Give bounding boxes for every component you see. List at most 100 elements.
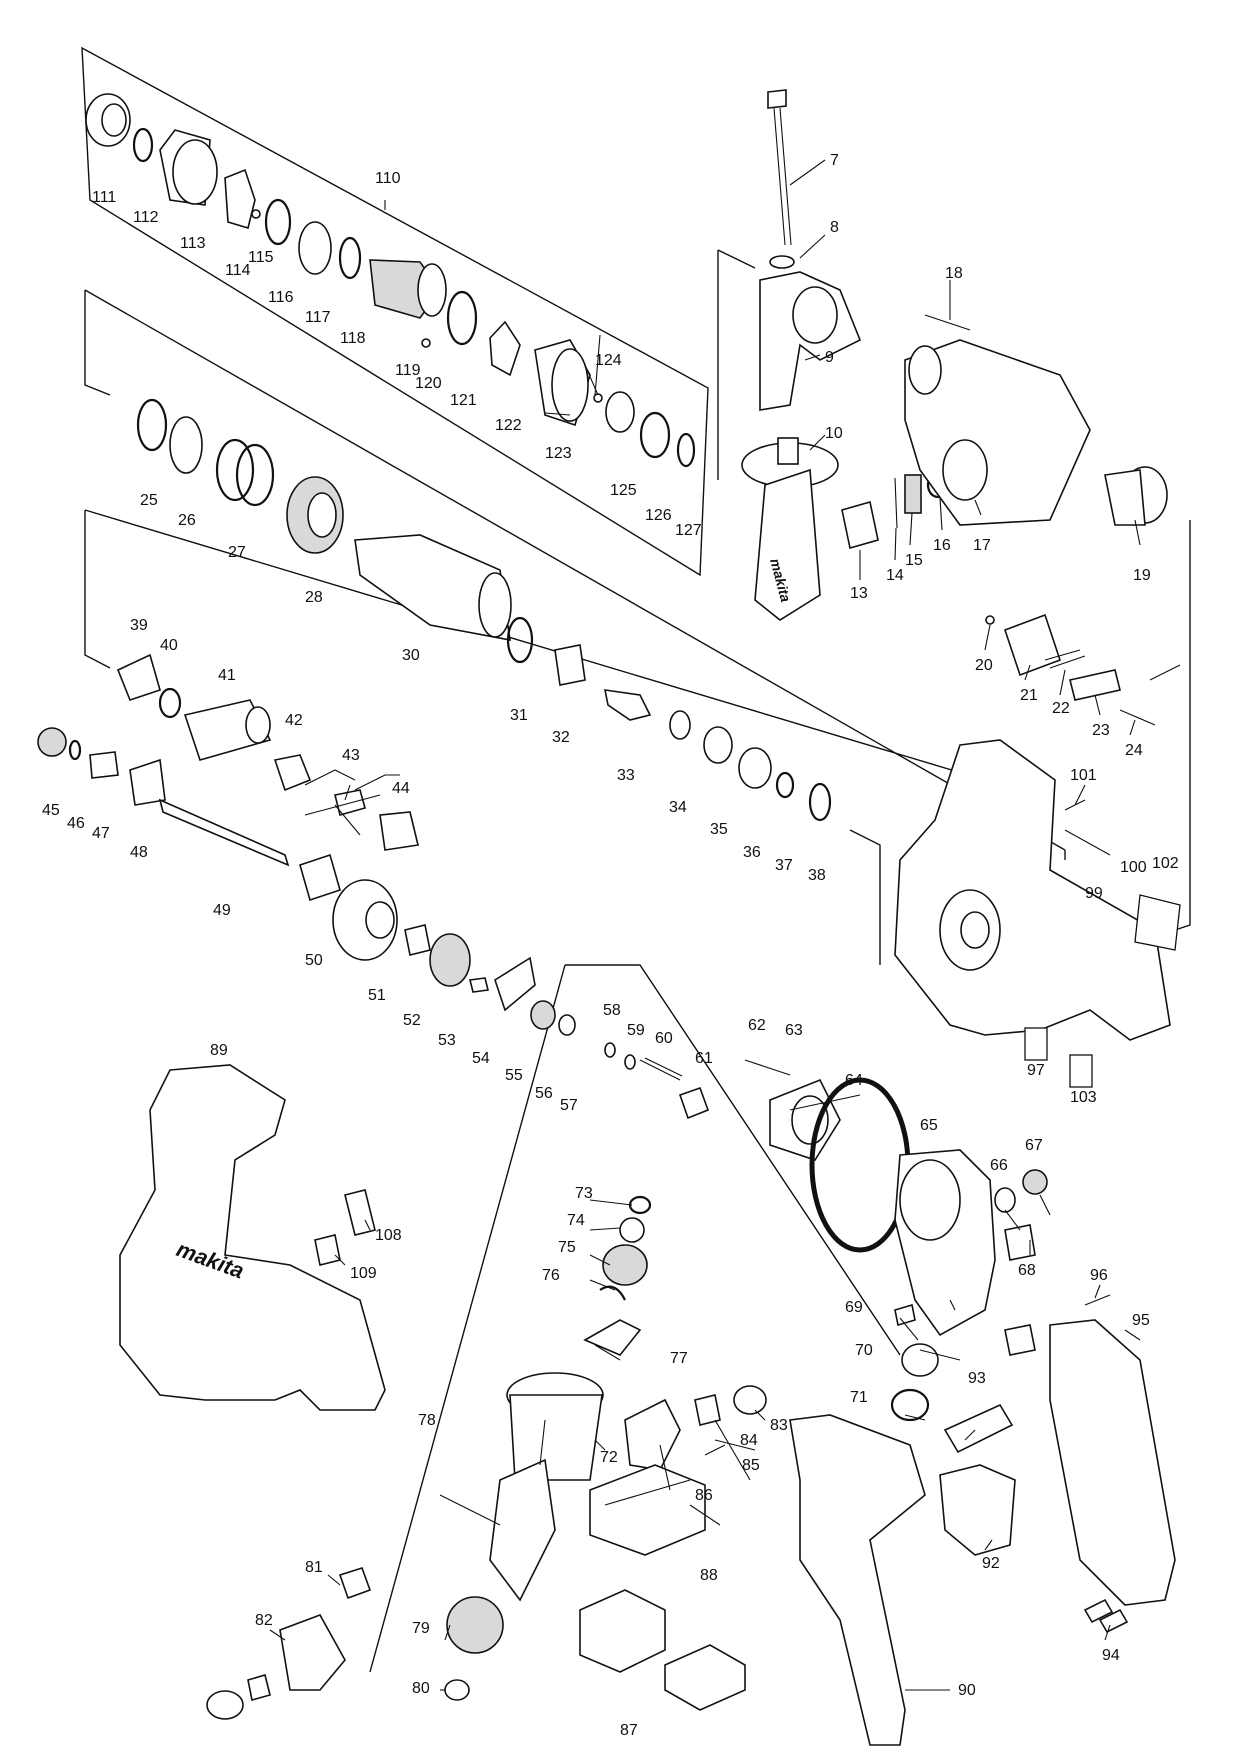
label-81: 81: [305, 1559, 323, 1576]
part-125: [605, 391, 635, 433]
part-123: [534, 339, 591, 427]
label-21: 21: [1020, 687, 1038, 704]
label-15: 15: [905, 552, 923, 569]
label-39: 39: [130, 617, 148, 634]
part-7: [767, 89, 792, 246]
label-102: 102: [1152, 855, 1179, 872]
label-78: 78: [418, 1412, 436, 1429]
label-117: 117: [305, 309, 331, 326]
part-81: [338, 1567, 372, 1600]
part-119: [369, 259, 447, 319]
label-80: 80: [412, 1680, 430, 1697]
part-35: [703, 726, 733, 764]
group-outline-25-38: [84, 289, 1066, 860]
part-87: [579, 1589, 746, 1711]
label-63: 63: [785, 1022, 803, 1039]
label-89: 89: [210, 1042, 228, 1059]
label-20: 20: [975, 657, 993, 674]
label-40: 40: [160, 637, 178, 654]
label-52: 52: [403, 1012, 421, 1029]
label-23: 23: [1092, 722, 1110, 739]
part-77: [583, 1319, 642, 1356]
part-24: [1119, 664, 1181, 726]
label-57: 57: [560, 1097, 578, 1114]
part-10: [741, 437, 839, 621]
part-68: [1004, 1224, 1036, 1261]
part-26: [169, 416, 203, 474]
label-26: 26: [178, 512, 196, 529]
label-9: 9: [825, 349, 834, 366]
label-82: 82: [255, 1612, 273, 1629]
label-48: 48: [130, 844, 148, 861]
part-19: [1104, 466, 1168, 526]
label-55: 55: [505, 1067, 523, 1084]
part-115: [251, 209, 261, 219]
label-13: 13: [850, 585, 868, 602]
part-31: [506, 616, 534, 664]
part-39: [116, 653, 161, 701]
part-59: [624, 1054, 636, 1070]
part-88: [589, 1464, 706, 1556]
part-74: [619, 1217, 645, 1243]
part-63: [769, 1078, 841, 1161]
label-37: 37: [775, 857, 793, 874]
label-32: 32: [552, 729, 570, 746]
part-113: [159, 129, 218, 206]
label-64: 64: [845, 1072, 863, 1089]
part-53: [429, 933, 471, 987]
part-number-labels: 7 8 9 10 13 14 15 16 17 18 19 20 21 22 2…: [42, 152, 1179, 1739]
part-82: [206, 1614, 346, 1720]
label-83: 83: [770, 1417, 788, 1434]
part-58: [604, 1042, 616, 1058]
label-70: 70: [855, 1342, 873, 1359]
label-66: 66: [990, 1157, 1008, 1174]
part-121: [446, 290, 478, 346]
part-117: [298, 221, 332, 275]
label-119: 119: [395, 362, 421, 379]
label-77: 77: [670, 1350, 688, 1367]
part-127: [676, 432, 696, 468]
label-115: 115: [248, 249, 274, 266]
part-86: [624, 1398, 681, 1471]
label-85: 85: [742, 1457, 760, 1474]
label-38: 38: [808, 867, 826, 884]
part-124: [593, 393, 603, 403]
part-112: [132, 127, 154, 163]
label-22: 22: [1052, 700, 1070, 717]
label-125: 125: [610, 482, 637, 499]
group-outline-9-19: [717, 249, 1191, 931]
label-51: 51: [368, 987, 386, 1004]
label-56: 56: [535, 1085, 553, 1102]
part-64: [809, 1077, 911, 1253]
label-87: 87: [620, 1722, 638, 1739]
part-47: [89, 751, 119, 779]
label-8: 8: [830, 219, 839, 236]
part-85: [704, 1444, 726, 1456]
label-113: 113: [180, 235, 206, 252]
label-69: 69: [845, 1299, 863, 1316]
part-89: makita: [119, 1064, 386, 1411]
part-25: [136, 398, 168, 452]
label-127: 127: [675, 522, 702, 539]
part-83: [733, 1385, 767, 1415]
label-108: 108: [375, 1227, 402, 1244]
label-90: 90: [958, 1682, 976, 1699]
part-62: [744, 1059, 791, 1076]
part-67: [1022, 1169, 1048, 1195]
group-outline-110: [81, 46, 709, 577]
part-9: [759, 271, 862, 411]
part-45: [37, 727, 67, 757]
label-79: 79: [412, 1620, 430, 1637]
label-53: 53: [438, 1032, 456, 1049]
label-109: 109: [350, 1265, 377, 1282]
leader-lines: [269, 159, 1141, 1691]
label-99: 99: [1085, 885, 1103, 902]
part-22: [1044, 649, 1086, 669]
part-95: [1049, 1319, 1176, 1606]
part-38: [808, 782, 832, 822]
part-27: [215, 438, 275, 507]
part-48: [129, 758, 166, 806]
part-37: [775, 771, 795, 799]
part-57: [558, 1014, 576, 1036]
